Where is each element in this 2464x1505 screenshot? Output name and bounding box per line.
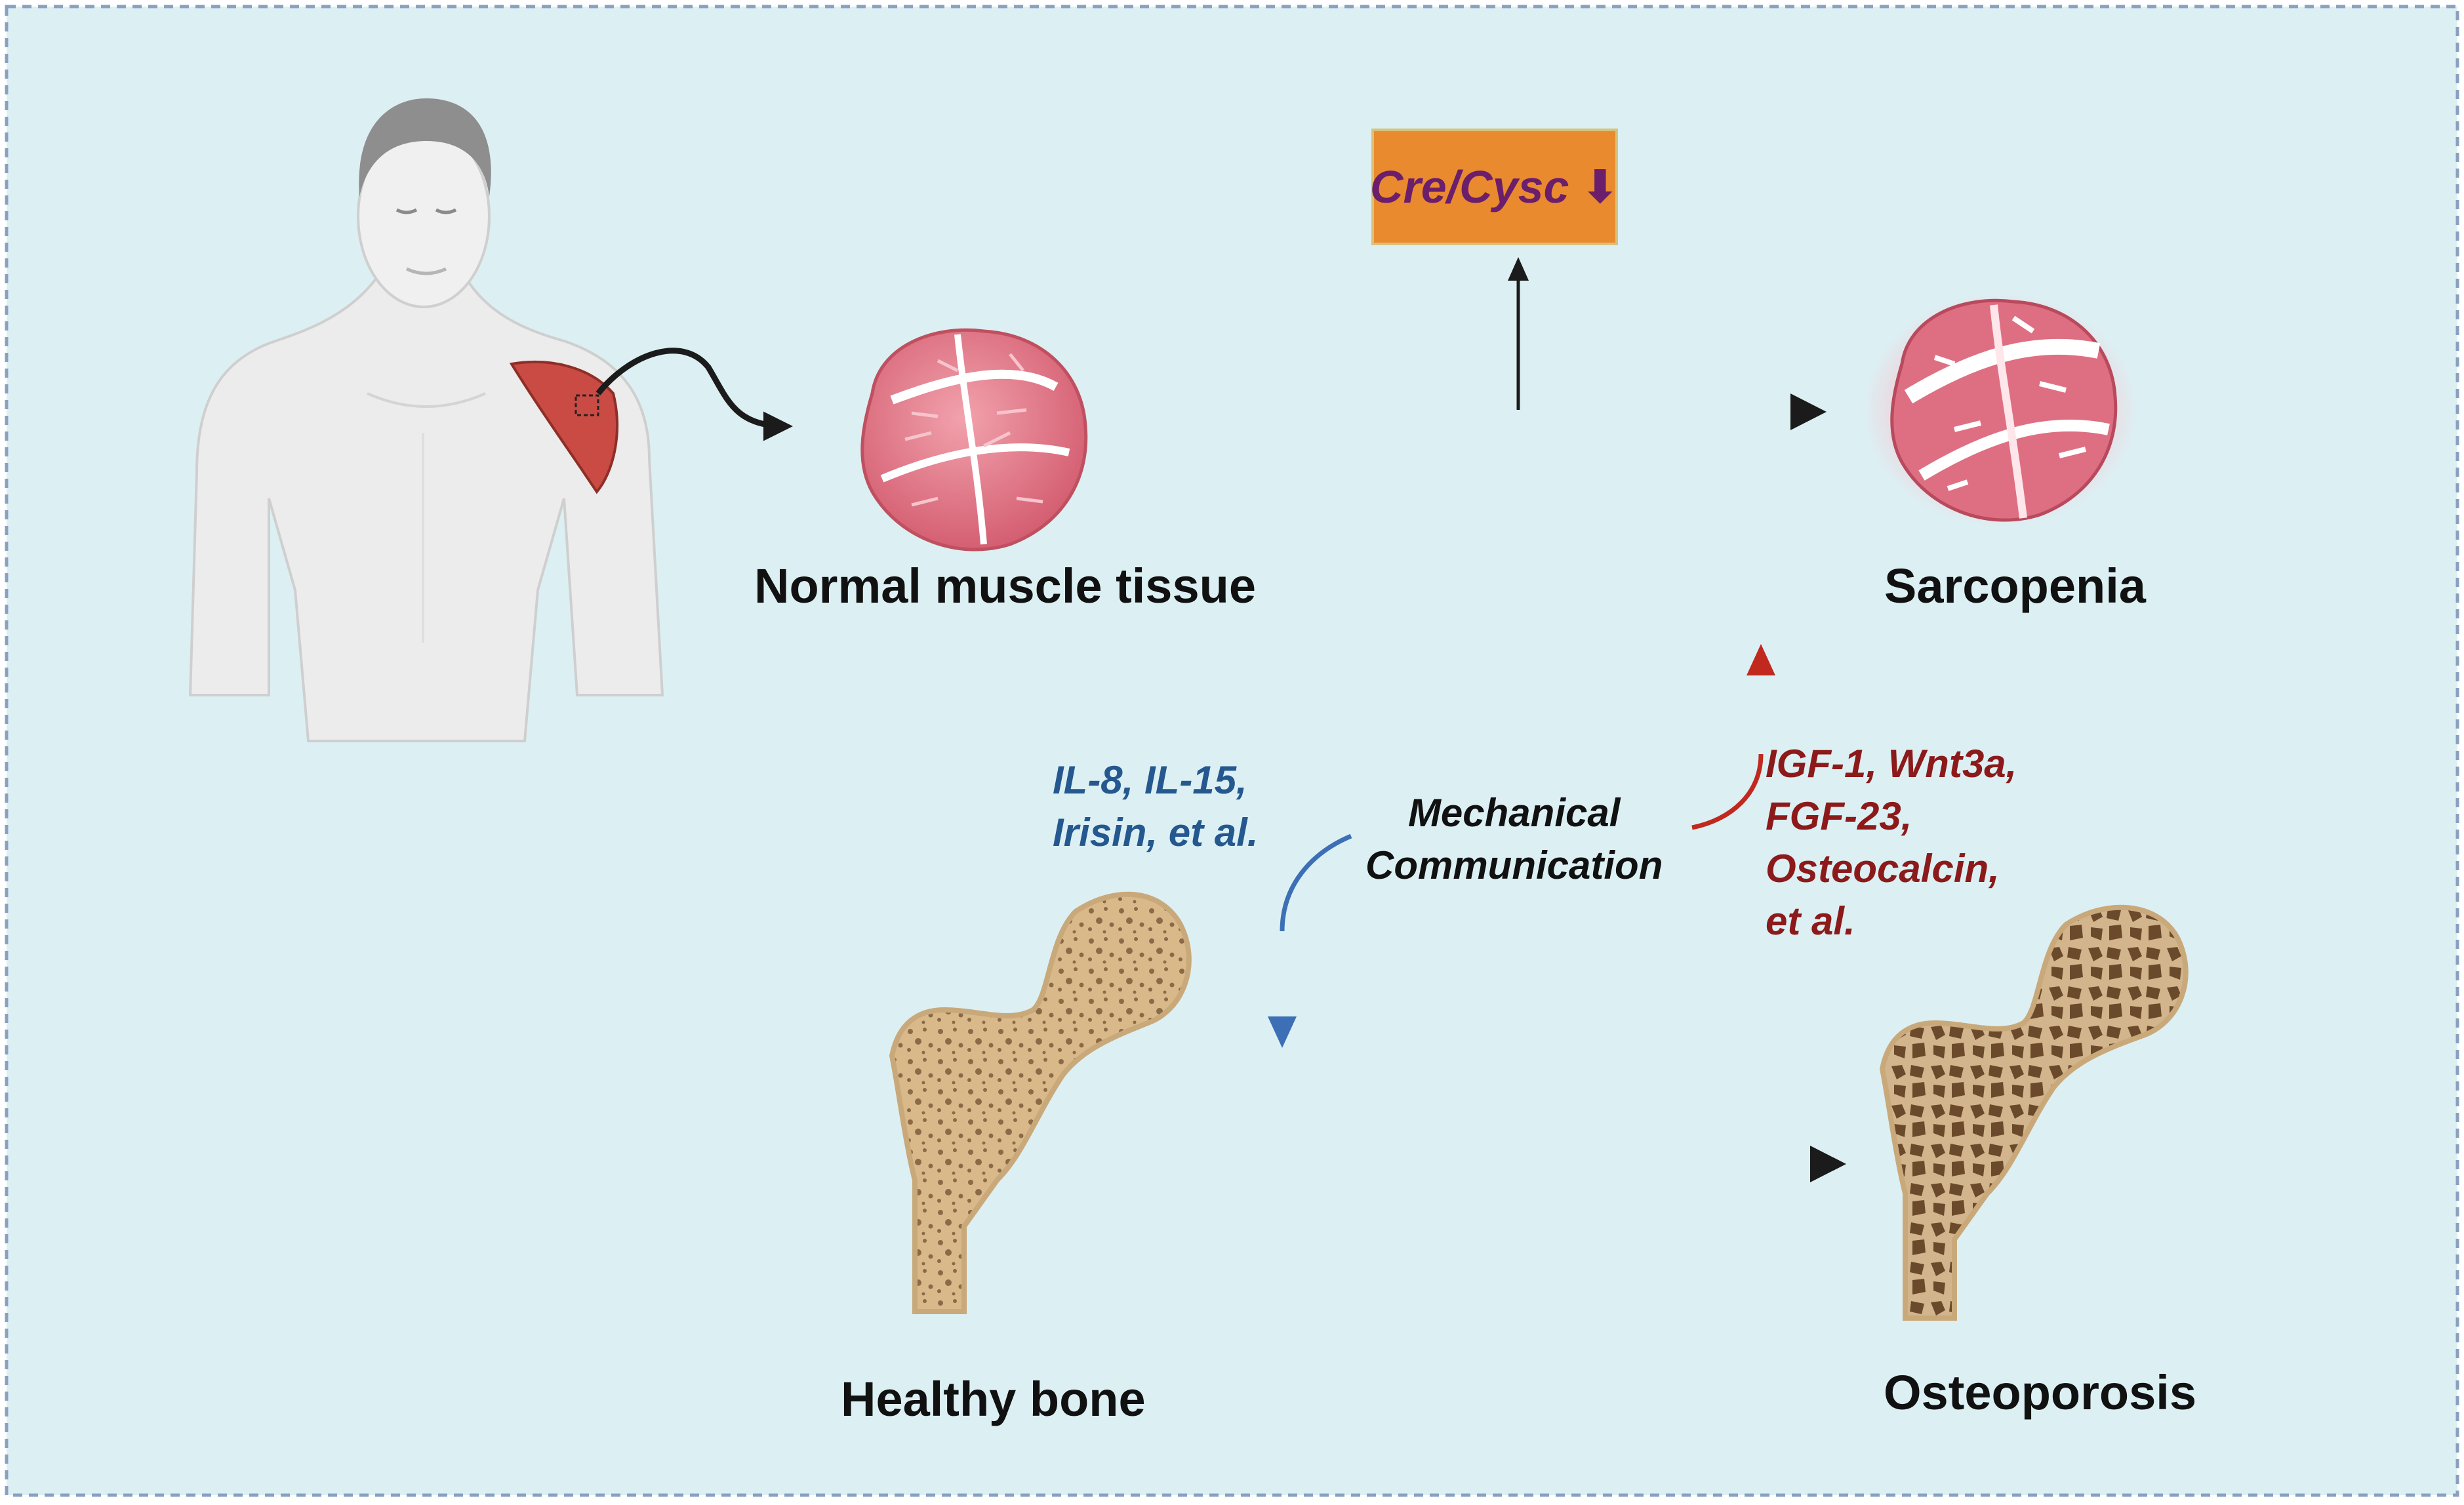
sarcopenia-label: Sarcopenia xyxy=(1884,559,2146,613)
osteoporosis-bone-icon xyxy=(1879,904,2189,1321)
bone-progression-arrowhead xyxy=(1810,1146,1846,1182)
normal-muscle-icon xyxy=(860,328,1088,552)
mechanical-communication-label: Mechanical Communication xyxy=(1365,787,1663,892)
osteokine-line: FGF-23, xyxy=(1766,794,1912,838)
biomarker-arrowhead xyxy=(1508,257,1529,281)
center-line: Mechanical xyxy=(1407,791,1621,835)
shoulder-to-muscle-arrow xyxy=(596,348,793,441)
biomarker-text: Cre/Cysc xyxy=(1369,161,1569,212)
muscle-to-bone-branch xyxy=(1280,833,1352,932)
myokine-list: IL-8, IL-15, Irisin, et al. xyxy=(1053,754,1258,859)
muscle-progression-arrowhead xyxy=(1790,393,1827,430)
osteokine-line: IGF-1, Wnt3a, xyxy=(1766,742,2017,786)
biomarker-box xyxy=(1371,129,1618,245)
osteokine-line: Osteocalcin, xyxy=(1766,847,2000,891)
biomarker-box-label: Cre/Cysc ⬇ xyxy=(1369,130,1620,244)
center-line: Communication xyxy=(1365,843,1663,887)
myokine-line: IL-8, IL-15, xyxy=(1053,758,1247,802)
bone-to-muscle-branch xyxy=(1691,753,1764,830)
human-figure-icon xyxy=(188,98,664,742)
myokine-line: Irisin, et al. xyxy=(1053,811,1259,854)
healthy-bone-icon xyxy=(889,891,1192,1314)
osteokine-line: et al. xyxy=(1766,899,1855,943)
sarcopenia-muscle-icon xyxy=(1863,292,2138,528)
osteokine-list: IGF-1, Wnt3a, FGF-23, Osteocalcin, et al… xyxy=(1766,738,2017,948)
normal-muscle-label: Normal muscle tissue xyxy=(754,559,1256,613)
muscle-to-bone-arrowhead xyxy=(1268,1016,1297,1048)
osteoporosis-label: Osteoporosis xyxy=(1884,1365,2196,1420)
down-arrow-icon: ⬇ xyxy=(1581,161,1620,212)
healthy-bone-label: Healthy bone xyxy=(841,1372,1146,1426)
bone-to-muscle-arrowhead xyxy=(1747,644,1775,675)
